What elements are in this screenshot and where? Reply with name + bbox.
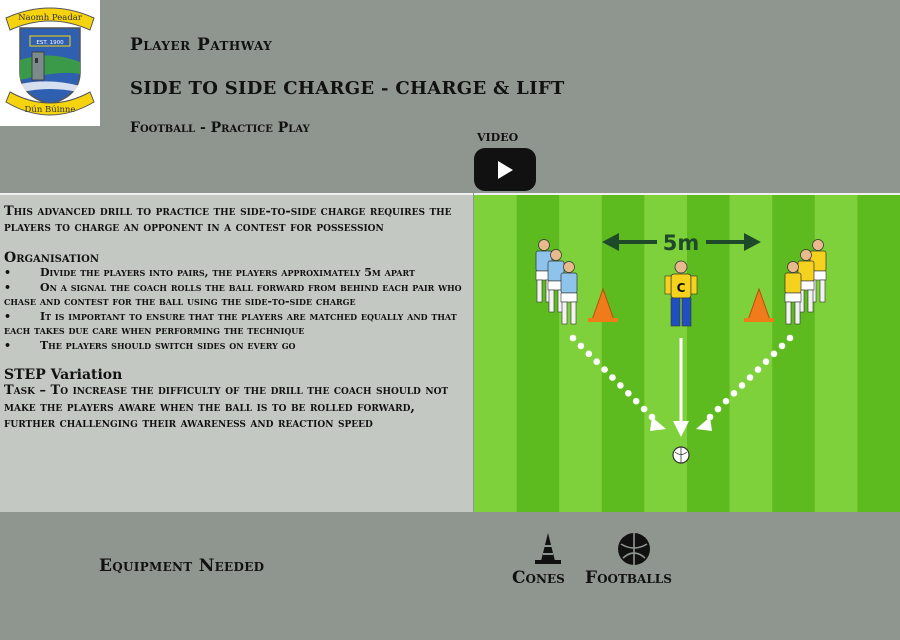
list-item: • The players should switch sides on ever… xyxy=(4,339,469,354)
drill-intro: This advanced drill to practice the side… xyxy=(4,204,452,235)
football-icon xyxy=(672,446,690,464)
task-description: Task – To increase the difficulty of the… xyxy=(4,383,449,431)
football-icon xyxy=(618,533,650,565)
list-item-text: Divide the players into pairs, the playe… xyxy=(40,266,415,279)
distance-arrow: 5m xyxy=(602,231,761,255)
team-yellow-players xyxy=(784,239,827,325)
video-play-button[interactable] xyxy=(474,148,536,191)
equipment-item-footballs: Footballs xyxy=(585,568,672,588)
page-subtitle: Football - Practice Play xyxy=(130,120,310,136)
coach-figure: C xyxy=(664,260,698,327)
grass-stripes xyxy=(474,195,900,512)
organisation-heading: Organisation xyxy=(4,250,100,266)
player-figure xyxy=(797,249,815,313)
chase-arrowhead-right xyxy=(696,417,712,431)
page-title: SIDE TO SIDE CHARGE - CHARGE & LIFT xyxy=(130,78,565,99)
drill-description-panel: This advanced drill to practice the side… xyxy=(0,193,473,512)
bullet-icon: • xyxy=(4,280,12,294)
player-figure xyxy=(547,249,565,313)
list-item-text: On a signal the coach rolls the ball for… xyxy=(4,280,462,309)
list-item-text: The players should switch sides on every… xyxy=(40,338,296,352)
list-item: •On a signal the coach rolls the ball fo… xyxy=(4,281,469,310)
play-icon xyxy=(498,161,513,179)
player-figure xyxy=(784,261,802,325)
team-blue-players xyxy=(535,239,578,325)
coach-letter: C xyxy=(677,281,686,295)
bullet-icon: • xyxy=(4,309,12,323)
cone-icon xyxy=(535,533,561,564)
list-item: •It is important to ensure that the play… xyxy=(4,310,469,339)
bullet-icon: • xyxy=(4,338,12,352)
cone-right xyxy=(744,287,774,322)
crest-top-text: Naomh Peadar xyxy=(18,13,83,23)
page-section-label: Player Pathway xyxy=(130,35,273,55)
crest-icon: Naomh Peadar EST. 1900 Dún Búinne xyxy=(5,7,95,116)
player-figure xyxy=(809,239,827,303)
crest-bottom-text: Dún Búinne xyxy=(25,104,76,115)
chase-arrowhead-left xyxy=(650,417,666,431)
chase-path-right xyxy=(706,334,794,421)
list-item-text: It is important to ensure that the playe… xyxy=(4,309,457,338)
video-label: VIDEO xyxy=(477,131,519,144)
list-item: • Divide the players into pairs, the play… xyxy=(4,266,469,281)
player-figure xyxy=(560,261,578,325)
drill-diagram: 5m C xyxy=(474,193,900,512)
equipment-label: Equipment Needed xyxy=(99,556,265,576)
step-variation-heading: STEP Variation xyxy=(4,367,123,383)
equipment-item-cones: Cones xyxy=(512,568,565,588)
club-crest: Naomh Peadar EST. 1900 Dún Búinne xyxy=(0,0,100,126)
pitch-illustration: 5m C xyxy=(474,195,900,512)
bullet-icon: • xyxy=(4,266,12,279)
crest-est-text: EST. 1900 xyxy=(36,40,64,46)
cone-left xyxy=(588,287,618,322)
distance-label: 5m xyxy=(663,231,700,255)
ball-roll-arrow xyxy=(673,338,689,437)
